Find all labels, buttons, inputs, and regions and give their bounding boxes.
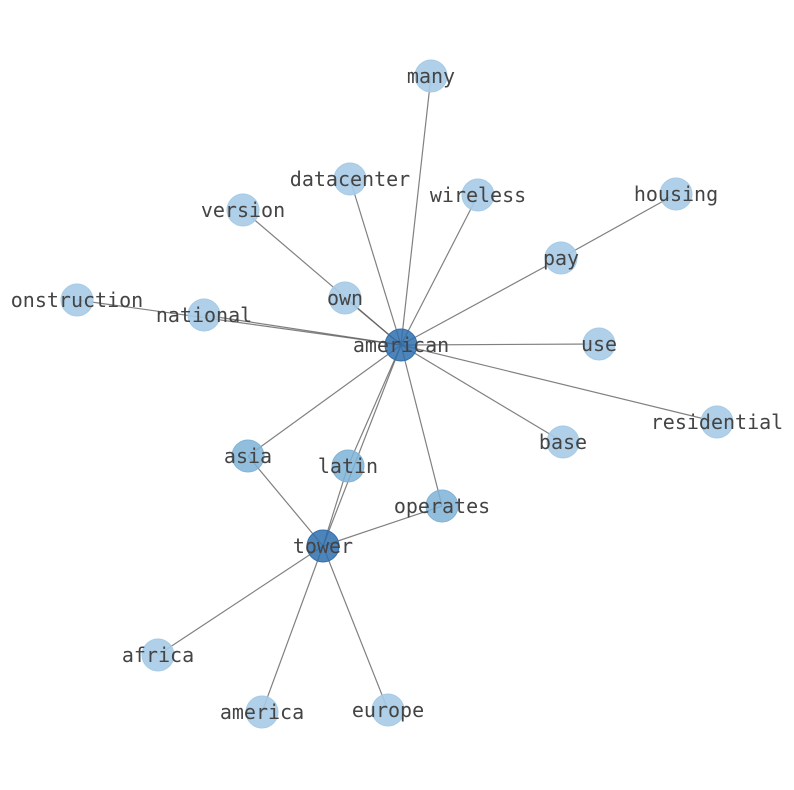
edge-american-use [400, 343, 600, 346]
node-american [384, 328, 418, 362]
node-use [582, 327, 616, 361]
node-label-latin: latin [318, 454, 378, 478]
node-pay [544, 241, 578, 275]
edge-american-tower [322, 344, 402, 547]
node-construction [60, 283, 94, 317]
node-label-operates: operates [394, 494, 490, 518]
node-label-africa: africa [122, 643, 194, 667]
node-label-europe: europe [352, 698, 424, 722]
node-label-housing: housing [634, 182, 718, 206]
node-label-construction: onstruction [11, 288, 143, 312]
edge-american-operates [400, 344, 443, 507]
node-housing [659, 177, 693, 211]
node-label-america: america [220, 700, 304, 724]
edge-tower-operates [322, 505, 443, 547]
node-label-base: base [539, 430, 587, 454]
edge-american-pay [400, 257, 562, 346]
node-many [414, 59, 448, 93]
node-tower [306, 529, 340, 563]
node-label-many: many [407, 64, 455, 88]
node-label-residential: residential [651, 410, 783, 434]
node-label-wireless: wireless [430, 183, 526, 207]
edge-tower-europe [322, 545, 389, 711]
node-datacenter [333, 162, 367, 196]
edge-american-base [400, 344, 564, 443]
edge-tower-africa [157, 545, 324, 656]
node-europe [371, 693, 405, 727]
node-label-tower: tower [293, 534, 353, 558]
label-layer: american tower asia latin operates many datace… [11, 64, 783, 724]
node-wireless [461, 178, 495, 212]
node-label-version: version [201, 198, 285, 222]
node-label-own: own [327, 286, 363, 310]
node-label-national: national [156, 303, 252, 327]
edge-american-many [400, 75, 432, 346]
node-label-pay: pay [543, 246, 579, 270]
edge-pay-housing [560, 193, 677, 259]
node-label-american: american [353, 333, 449, 357]
edge-tower-asia [247, 455, 324, 547]
node-residential [700, 405, 734, 439]
edge-american-construction [76, 299, 402, 346]
node-layer [60, 59, 734, 729]
node-latin [331, 449, 365, 483]
node-label-datacenter: datacenter [290, 167, 410, 191]
edge-american-residential [400, 344, 718, 423]
edge-american-latin [347, 344, 402, 467]
node-america [245, 695, 279, 729]
node-asia [231, 439, 265, 473]
node-label-use: use [581, 332, 617, 356]
edge-american-wireless [400, 194, 479, 346]
node-version [226, 193, 260, 227]
node-base [546, 425, 580, 459]
edge-american-asia [247, 344, 402, 457]
node-own [328, 281, 362, 315]
node-label-asia: asia [224, 444, 272, 468]
node-operates [425, 489, 459, 523]
node-africa [141, 638, 175, 672]
node-national [187, 298, 221, 332]
edge-american-datacenter [349, 178, 402, 346]
edge-tower-america [261, 545, 324, 713]
